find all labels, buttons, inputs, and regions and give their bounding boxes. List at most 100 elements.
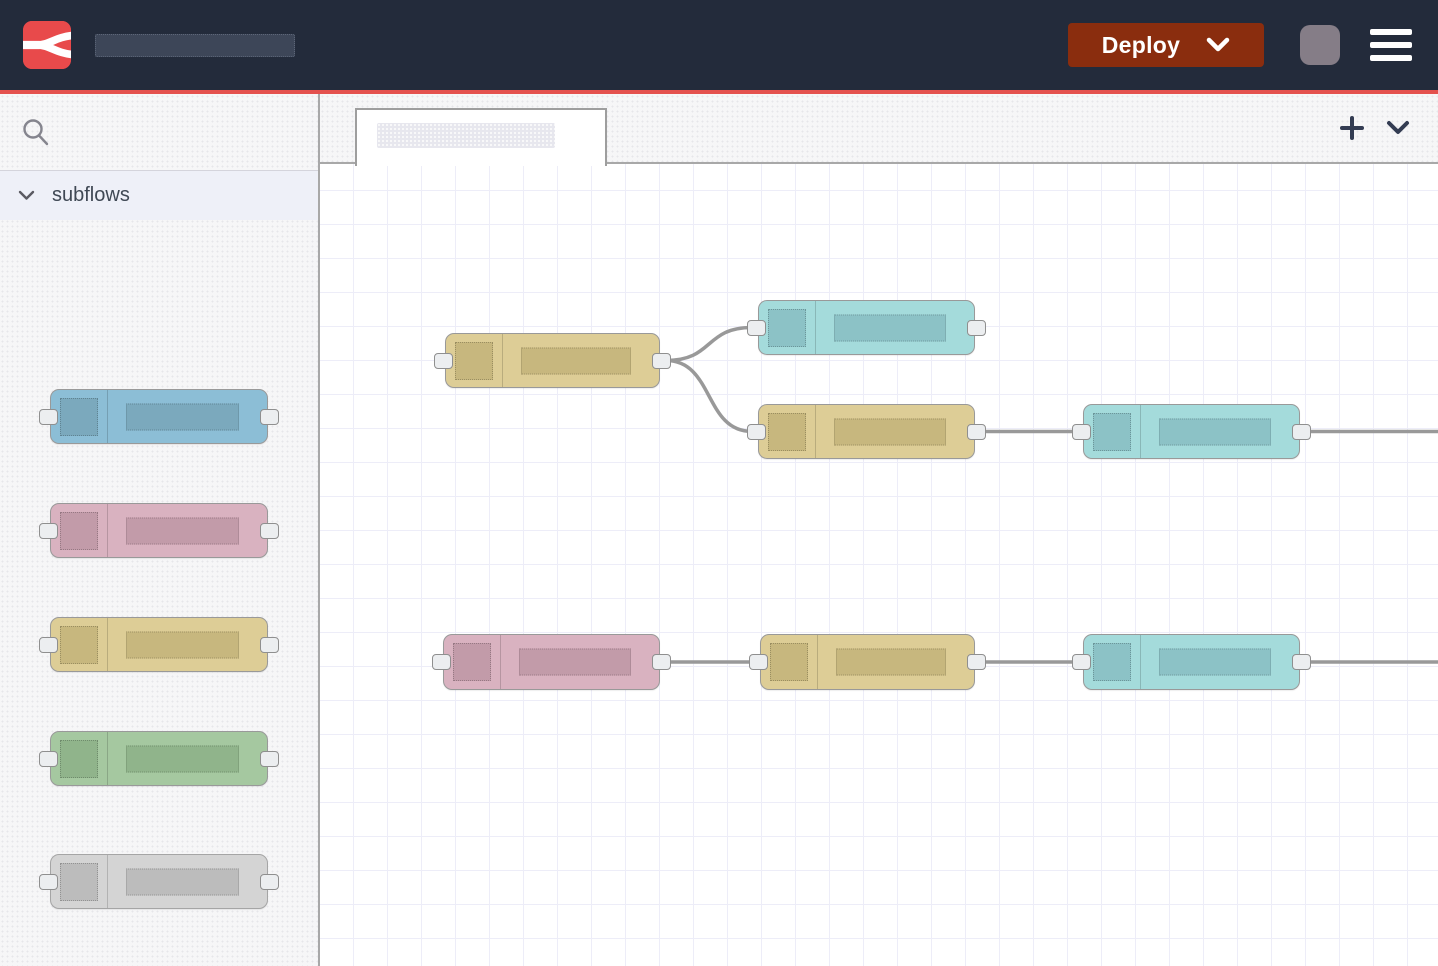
node-icon-placeholder: [453, 643, 491, 681]
node-label-placeholder: [126, 517, 239, 544]
input-port[interactable]: [747, 423, 766, 440]
input-port[interactable]: [747, 319, 766, 336]
node-label-placeholder: [834, 418, 946, 445]
output-port[interactable]: [260, 873, 279, 890]
chevron-down-icon: [1386, 120, 1410, 136]
flow-node-yellow-1[interactable]: [434, 333, 671, 388]
node-icon-placeholder: [768, 308, 806, 347]
input-port[interactable]: [1072, 423, 1091, 440]
flow-workspace: [320, 94, 1438, 966]
node-icon-region: [1084, 635, 1141, 689]
input-port[interactable]: [434, 352, 453, 369]
node-icon-placeholder: [455, 341, 493, 380]
node-label-placeholder: [1159, 418, 1271, 445]
flow-node-cyan-2[interactable]: [1072, 404, 1311, 459]
node-label-placeholder: [836, 648, 946, 676]
node-label-placeholder: [834, 314, 946, 341]
node-icon-placeholder: [770, 643, 808, 681]
palette-node-green[interactable]: [39, 731, 279, 786]
header-accent-line: [0, 90, 1438, 94]
output-port[interactable]: [260, 750, 279, 767]
chevron-down-icon[interactable]: [1206, 37, 1230, 53]
wire[interactable]: [665, 325, 753, 363]
node-icon-placeholder: [768, 412, 806, 451]
output-port[interactable]: [260, 408, 279, 425]
wire[interactable]: [665, 358, 753, 434]
node-icon-placeholder: [60, 739, 98, 778]
input-port[interactable]: [39, 408, 58, 425]
node-icon-placeholder: [1093, 643, 1131, 681]
header: Deploy: [0, 0, 1438, 90]
plus-icon: [1340, 116, 1364, 140]
node-icon-region: [759, 301, 816, 354]
node-icon-placeholder: [1093, 412, 1131, 451]
node-icon-region: [51, 732, 108, 785]
node-label-placeholder: [1159, 648, 1271, 676]
branch-merge-icon: [23, 21, 71, 69]
deploy-button[interactable]: Deploy: [1068, 23, 1264, 67]
node-icon-region: [1084, 405, 1141, 458]
flow-node-yellow-3[interactable]: [749, 634, 986, 690]
input-port[interactable]: [749, 654, 768, 670]
output-port[interactable]: [967, 654, 986, 670]
node-icon-placeholder: [60, 397, 98, 436]
node-label-placeholder: [521, 347, 631, 374]
input-port[interactable]: [39, 873, 58, 890]
node-icon-region: [446, 334, 503, 387]
palette-node-pink[interactable]: [39, 503, 279, 558]
output-port[interactable]: [652, 654, 671, 670]
palette-node-blue[interactable]: [39, 389, 279, 444]
output-port[interactable]: [652, 352, 671, 369]
input-port[interactable]: [1072, 654, 1091, 670]
main-area: subflows: [0, 94, 1438, 966]
node-label-placeholder: [126, 631, 239, 658]
tab-actions: [1340, 94, 1410, 162]
input-port[interactable]: [39, 522, 58, 539]
node-icon-region: [51, 390, 108, 443]
hamburger-icon: [1370, 42, 1412, 48]
hamburger-icon: [1370, 29, 1412, 35]
input-port[interactable]: [39, 750, 58, 767]
output-port[interactable]: [1292, 423, 1311, 440]
search-icon[interactable]: [21, 117, 49, 147]
palette-node-list: [0, 220, 318, 966]
node-icon-region: [51, 504, 108, 557]
node-icon-region: [761, 635, 818, 689]
tab-list-button[interactable]: [1386, 120, 1410, 136]
flow-tab-active[interactable]: [355, 108, 607, 166]
app-logo: [23, 21, 71, 69]
flow-tab-title-placeholder: [377, 123, 555, 148]
palette-node-gray[interactable]: [39, 854, 279, 909]
output-port[interactable]: [1292, 654, 1311, 670]
node-label-placeholder: [126, 868, 239, 895]
flow-node-cyan-3[interactable]: [1072, 634, 1311, 690]
palette-sidebar: subflows: [0, 94, 320, 966]
node-icon-region: [51, 855, 108, 908]
output-port[interactable]: [260, 522, 279, 539]
avatar[interactable]: [1300, 25, 1340, 65]
hamburger-icon: [1370, 55, 1412, 61]
flow-canvas[interactable]: [320, 164, 1438, 966]
output-port[interactable]: [967, 319, 986, 336]
flow-node-yellow-2[interactable]: [747, 404, 986, 459]
add-flow-button[interactable]: [1340, 116, 1364, 140]
deploy-button-label: Deploy: [1101, 31, 1181, 58]
chevron-down-icon[interactable]: [18, 190, 35, 201]
node-icon-placeholder: [60, 862, 98, 901]
input-port[interactable]: [432, 654, 451, 670]
node-icon-placeholder: [60, 625, 98, 664]
flow-node-pink-1[interactable]: [432, 634, 671, 690]
node-label-placeholder: [519, 648, 631, 676]
node-icon-placeholder: [60, 511, 98, 550]
palette-node-yellow[interactable]: [39, 617, 279, 672]
node-icon-region: [759, 405, 816, 458]
input-port[interactable]: [39, 636, 58, 653]
flow-node-cyan-1[interactable]: [747, 300, 986, 355]
output-port[interactable]: [967, 423, 986, 440]
section-label: subflows: [52, 184, 130, 206]
sidebar-section-subflows[interactable]: subflows: [0, 170, 318, 220]
menu-button[interactable]: [1370, 29, 1412, 61]
node-label-placeholder: [126, 745, 239, 772]
output-port[interactable]: [260, 636, 279, 653]
